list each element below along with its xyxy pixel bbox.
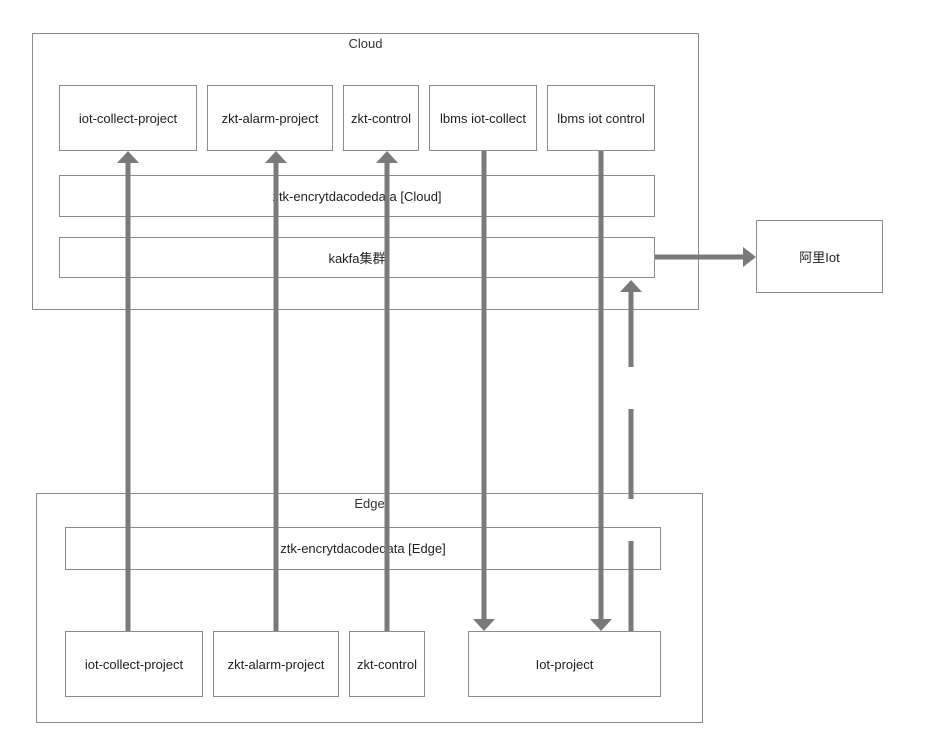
cloud-service-lbms-iot-collect[interactable]: lbms iot-collect	[429, 85, 537, 151]
edge-service-zkt-alarm-project[interactable]: zkt-alarm-project	[213, 631, 339, 697]
arrowhead-lbms-control	[590, 619, 612, 631]
aliyun-iot-box[interactable]: 阿里Iot	[756, 220, 883, 293]
arrowhead-kafka-to-aliyun	[743, 247, 756, 267]
edge-service-zkt-control[interactable]: zkt-control	[349, 631, 425, 697]
arrowhead-zkt-control	[376, 151, 398, 163]
cloud-service-zkt-alarm-project[interactable]: zkt-alarm-project	[207, 85, 333, 151]
cloud-encrypt-bar[interactable]: ztk-encrytdacodedata [Cloud]	[59, 175, 655, 217]
cloud-title: Cloud	[348, 36, 383, 51]
arrowhead-iot-project-return	[620, 280, 642, 292]
edge-service-iot-collect-project[interactable]: iot-collect-project	[65, 631, 203, 697]
cloud-service-lbms-iot-control[interactable]: lbms iot control	[547, 85, 655, 151]
cloud-service-iot-collect-project[interactable]: iot-collect-project	[59, 85, 197, 151]
arrowhead-zkt-alarm	[265, 151, 287, 163]
edge-title: Edge	[354, 496, 385, 511]
edge-container: Edge	[36, 493, 703, 723]
edge-encrypt-bar[interactable]: ztk-encrytdacodedata [Edge]	[65, 527, 661, 570]
arrowhead-iot-collect	[117, 151, 139, 163]
arrowhead-lbms-collect	[473, 619, 495, 631]
kafka-cluster-bar[interactable]: kakfa集群	[59, 237, 655, 278]
edge-service-iot-project[interactable]: Iot-project	[468, 631, 661, 697]
cloud-service-zkt-control[interactable]: zkt-control	[343, 85, 419, 151]
cloud-container: Cloud	[32, 33, 699, 310]
